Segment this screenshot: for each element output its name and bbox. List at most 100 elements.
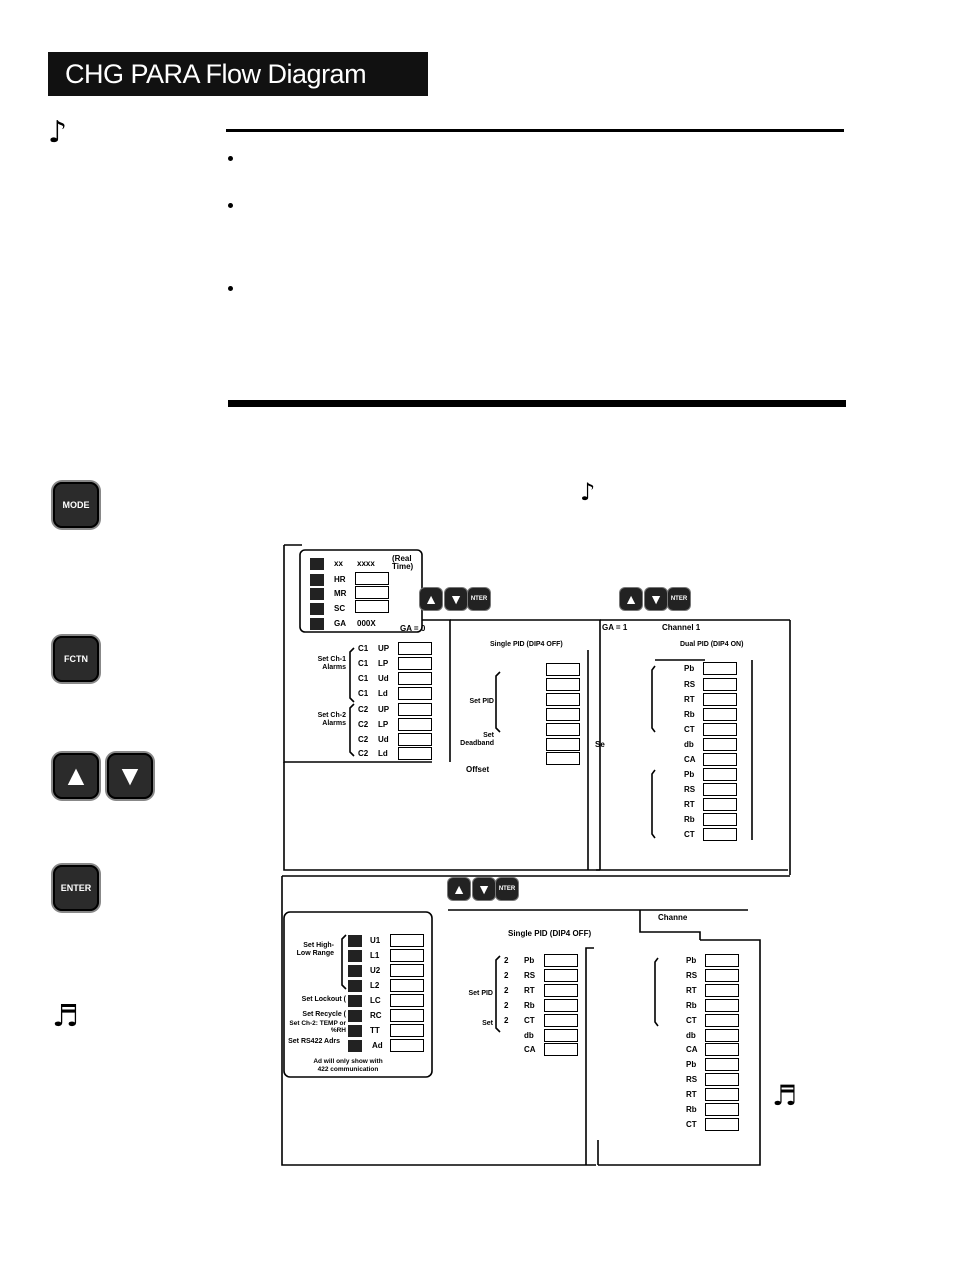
bottom-set-pid-label: Set PID — [468, 990, 493, 997]
alarm-channel: C2 — [358, 735, 369, 744]
dual-pid-code: Pb — [686, 1060, 697, 1069]
range-indicator — [348, 935, 362, 947]
dual-pid-field — [705, 999, 739, 1012]
pid-prefix: 2 — [504, 1001, 509, 1010]
dual-pid-code: Pb — [684, 664, 695, 673]
ga0-label: GA = 0 — [400, 624, 426, 633]
nav-down-key-1: ▼ — [445, 588, 467, 610]
range-field — [390, 949, 424, 962]
dual-pid-code: db — [684, 740, 694, 749]
dual-pid-field — [703, 798, 737, 811]
dual-pid-field — [705, 969, 739, 982]
bullet-2 — [228, 203, 233, 208]
display-code: MR — [334, 589, 347, 598]
dual-pid-field — [703, 678, 737, 691]
alarm-channel: C2 — [358, 749, 369, 758]
dual-pid-code: Pb — [686, 956, 697, 965]
display-code: GA — [334, 619, 346, 628]
single-pid-field — [546, 678, 580, 691]
dual-pid-field — [703, 768, 737, 781]
dual-pid-code: Rb — [684, 710, 695, 719]
bottom-set-label: Set — [482, 1020, 493, 1027]
alarm-channel: C2 — [358, 705, 369, 714]
nav-enter-key-1: NTER — [468, 588, 490, 610]
pid-field — [544, 999, 578, 1012]
dual-pid-field — [705, 1073, 739, 1086]
range-indicator — [348, 980, 362, 992]
pid-code: db — [524, 1031, 534, 1040]
pid-field — [544, 1043, 578, 1056]
display-indicator — [310, 558, 324, 570]
offset-label: Offset — [466, 765, 490, 774]
display-code: HR — [334, 575, 346, 584]
display-indicator — [310, 574, 324, 586]
ch1-alarms-label: Set Ch-1 Alarms — [317, 656, 346, 672]
alarm-field — [398, 703, 432, 716]
range-code: L2 — [370, 981, 380, 990]
range-code: U1 — [370, 936, 381, 945]
nav-up-key-2: ▲ — [620, 588, 642, 610]
nav-enter-key-3: NTER — [496, 878, 518, 900]
dual-pid-field — [705, 1043, 739, 1056]
range-indicator — [348, 995, 362, 1007]
range-code: U2 — [370, 966, 381, 975]
dual-pid-code: CT — [686, 1016, 697, 1025]
set-range-label: Set High-Low Range — [296, 942, 334, 958]
nav-up-key-3: ▲ — [448, 878, 470, 900]
dual-pid-field — [703, 708, 737, 721]
dual-pid-field — [703, 813, 737, 826]
down-arrow-key: ▼ — [107, 753, 153, 799]
dual-pid-code: CA — [684, 755, 696, 764]
dual-pid-code: Rb — [686, 1001, 697, 1010]
temp-code: TT — [370, 1026, 380, 1035]
display-field-sc — [355, 600, 389, 613]
range-field — [390, 934, 424, 947]
pid-code: RS — [524, 971, 536, 980]
dual-pid-code: RT — [686, 1090, 697, 1099]
dual-pid-field — [705, 1088, 739, 1101]
pid-code: CA — [524, 1045, 536, 1054]
music-note-icon: ♪ — [48, 115, 68, 150]
dual-pid-top-title: Dual PID (DIP4 ON) — [680, 641, 744, 648]
range-field — [390, 964, 424, 977]
display-field-mr — [355, 586, 389, 599]
lockout-code: LC — [370, 996, 381, 1005]
pid-field — [544, 969, 578, 982]
alarm-channel: C1 — [358, 659, 369, 668]
single-pid-field — [546, 752, 580, 765]
dual-pid-field — [703, 753, 737, 766]
fctn-key: FCTN — [53, 636, 99, 682]
dual-pid-code: db — [686, 1031, 696, 1040]
alarm-code: UP — [378, 705, 390, 714]
pid-code: Rb — [524, 1001, 535, 1010]
temp-label: Set Ch-2: TEMP or %RH — [289, 1020, 346, 1035]
alarm-code: Ud — [378, 674, 389, 683]
dual-pid-field — [705, 1103, 739, 1116]
ch2-alarms-label: Set Ch-2 Alarms — [317, 712, 346, 728]
alarm-code: Ld — [378, 749, 388, 758]
dual-pid-code: RS — [686, 1075, 698, 1084]
nav-up-key-1: ▲ — [420, 588, 442, 610]
recycle-code: RC — [370, 1011, 382, 1020]
dual-pid-code: CT — [686, 1120, 697, 1129]
alarm-field — [398, 747, 432, 760]
alarm-field — [398, 657, 432, 670]
rs422-note: Ad will only show with 422 communication — [313, 1058, 383, 1074]
pid-field — [544, 954, 578, 967]
set-deadband-label: Set Deadband — [460, 732, 494, 748]
display-field-hr — [355, 572, 389, 585]
alarm-channel: C1 — [358, 674, 369, 683]
single-pid-bottom-title: Single PID (DIP4 OFF) — [508, 929, 592, 938]
dual-pid-field — [703, 828, 737, 841]
ga1-label: GA = 1 — [602, 623, 628, 632]
range-field — [390, 979, 424, 992]
single-pid-field — [546, 738, 580, 751]
dual-pid-code: RS — [686, 971, 698, 980]
dual-pid-field — [703, 662, 737, 675]
alarm-code: UP — [378, 644, 390, 653]
dual-pid-code: CA — [686, 1045, 698, 1054]
dual-pid-field — [703, 738, 737, 751]
range-indicator — [348, 1010, 362, 1022]
single-pid-top-title: Single PID (DIP4 OFF) — [490, 641, 563, 648]
